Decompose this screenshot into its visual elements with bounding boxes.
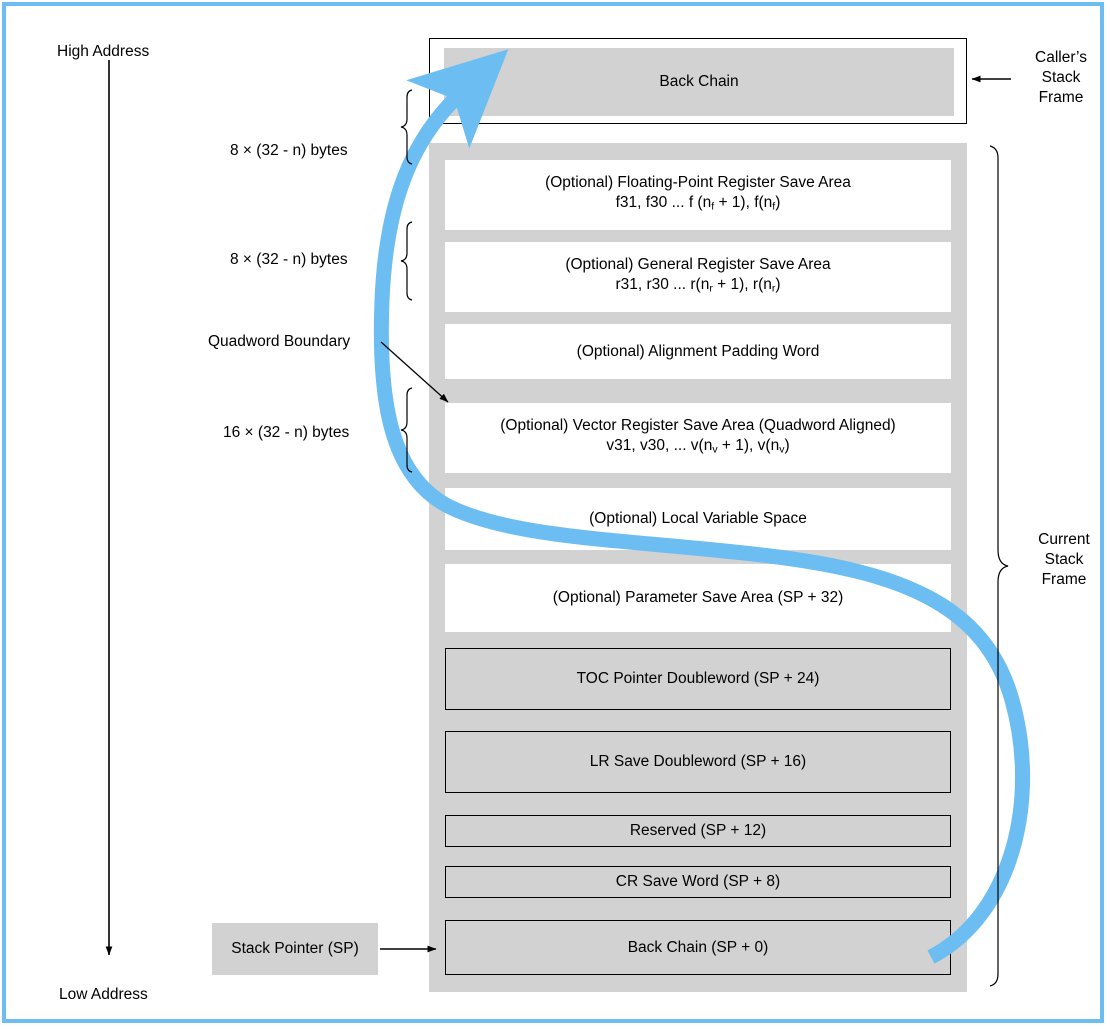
row-cr-save-word: CR Save Word (SP + 8) — [445, 866, 951, 898]
fpr-size-brace — [400, 89, 413, 165]
row-fpr-save-area: (Optional) Floating-Point Register Save … — [445, 160, 951, 230]
gpr-size-label: 8 × (32 - n) bytes — [230, 251, 348, 268]
row-vector-save-area: (Optional) Vector Register Save Area (Qu… — [445, 403, 951, 473]
current-frame-line-2: Stack — [1044, 551, 1084, 568]
quadword-boundary-label: Quadword Boundary — [208, 333, 351, 350]
row-gpr-save-area: (Optional) General Register Save Area r3… — [445, 242, 951, 312]
vector-line-2: v31, v30, ... v(nv + 1), v(nv) — [606, 437, 790, 456]
row-parameter-save-area: (Optional) Parameter Save Area (SP + 32) — [445, 564, 951, 632]
callers-frame-line-2: Stack — [1041, 69, 1081, 86]
gpr-size-brace — [400, 221, 413, 301]
current-stack-frame-brace — [989, 145, 1009, 987]
fpr-line-2: f31, f30 ... f (nf + 1), f(nf) — [615, 194, 781, 213]
row-lr-save-doubleword: LR Save Doubleword (SP + 16) — [445, 731, 951, 793]
low-address-label: Low Address — [59, 986, 148, 1003]
gpr-line-1: (Optional) General Register Save Area — [565, 256, 831, 274]
row-reserved: Reserved (SP + 12) — [445, 815, 951, 847]
back-chain-sp0-label: Back Chain (SP + 0) — [627, 938, 769, 956]
vr-size-label: 16 × (32 - n) bytes — [223, 424, 350, 441]
callers-frame-line-3: Frame — [1038, 89, 1084, 106]
stack-pointer-label: Stack Pointer (SP) — [231, 940, 359, 957]
current-stack-frame-label: Current Stack Frame — [1024, 530, 1104, 590]
callers-frame-line-1: Caller’s — [1035, 49, 1087, 66]
row-alignment-padding-word: (Optional) Alignment Padding Word — [445, 324, 951, 379]
row-back-chain-sp0: Back Chain (SP + 0) — [445, 920, 951, 975]
gpr-line-2: r31, r30 ... r(nr + 1), r(nr) — [615, 276, 781, 295]
high-address-label: High Address — [57, 43, 150, 60]
local-variable-label: (Optional) Local Variable Space — [589, 510, 807, 527]
vector-line-1: (Optional) Vector Register Save Area (Qu… — [500, 417, 896, 435]
fpr-line-1: (Optional) Floating-Point Register Save … — [545, 174, 851, 192]
callers-stack-frame-label: Caller’s Stack Frame — [1019, 48, 1103, 108]
row-local-variable-space: (Optional) Local Variable Space — [445, 488, 951, 550]
current-frame-line-3: Frame — [1041, 571, 1087, 588]
row-toc-pointer-doubleword: TOC Pointer Doubleword (SP + 24) — [445, 648, 951, 710]
caller-back-chain-label: Back Chain — [659, 73, 739, 90]
alignment-padding-label: (Optional) Alignment Padding Word — [576, 342, 820, 360]
cr-save-label: CR Save Word (SP + 8) — [615, 873, 781, 890]
current-frame-line-1: Current — [1038, 531, 1090, 548]
reserved-label: Reserved (SP + 12) — [629, 822, 767, 839]
stack-pointer-box: Stack Pointer (SP) — [212, 923, 378, 975]
parameter-save-label: (Optional) Parameter Save Area (SP + 32) — [552, 589, 844, 606]
vr-size-brace — [400, 387, 413, 473]
lr-save-label: LR Save Doubleword (SP + 16) — [589, 753, 807, 770]
caller-back-chain-row: Back Chain — [444, 48, 954, 116]
toc-pointer-label: TOC Pointer Doubleword (SP + 24) — [576, 670, 820, 687]
fpr-size-label: 8 × (32 - n) bytes — [230, 142, 348, 159]
callers-stack-frame-box: Back Chain — [429, 38, 967, 124]
current-stack-frame-container: (Optional) Floating-Point Register Save … — [429, 143, 967, 992]
